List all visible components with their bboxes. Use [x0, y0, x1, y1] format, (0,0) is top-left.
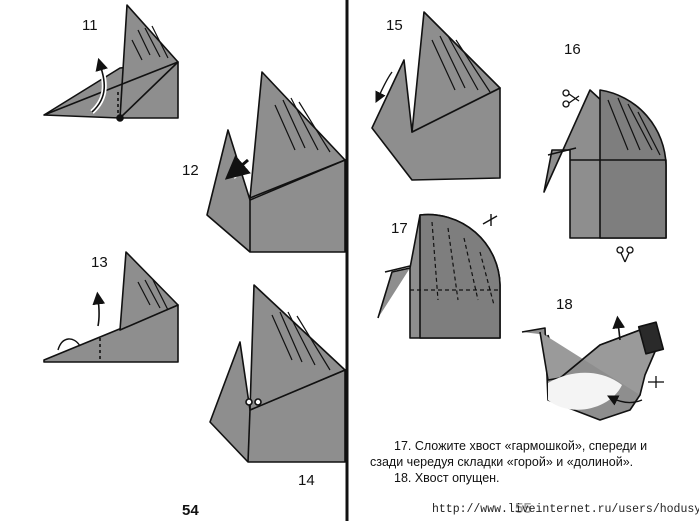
- step-number-15: 15: [386, 17, 403, 34]
- step-number-18: 18: [556, 296, 573, 313]
- fold-diagram-step-16: [543, 89, 667, 239]
- fold-diagram-step-13: [43, 251, 179, 363]
- fold-diagram-step-15: [371, 11, 501, 181]
- fold-diagram-step-12: [206, 71, 346, 253]
- step-number-12: 12: [182, 162, 199, 179]
- fold-diagram-step-14: [209, 284, 346, 463]
- step-number-16: 16: [564, 41, 581, 58]
- step-number-13: 13: [91, 254, 108, 271]
- scissors-icon: [562, 89, 580, 108]
- step-number-11: 11: [82, 17, 98, 34]
- fold-diagram-step-17: [377, 213, 501, 339]
- fold-diagram-step-11: [43, 4, 179, 122]
- caption-line: 18. Хвост опущен.: [394, 471, 500, 485]
- step-number-14: 14: [298, 472, 315, 489]
- caption-line: сзади чередуя складки «горой» и «долиной…: [370, 455, 634, 469]
- caption-line: 17. Сложите хвост «гармошкой», спереди и: [394, 439, 648, 453]
- step-number-17: 17: [391, 220, 408, 237]
- fold-diagram-step-18: [521, 315, 665, 421]
- scissors-icon: [616, 246, 634, 263]
- caption-block: 17. Сложите хвост «гармошкой», спереди и…: [370, 438, 692, 486]
- page-number-left: 54: [182, 502, 199, 519]
- watermark-url: http://www.liveinternet.ru/users/hodusya…: [430, 503, 699, 516]
